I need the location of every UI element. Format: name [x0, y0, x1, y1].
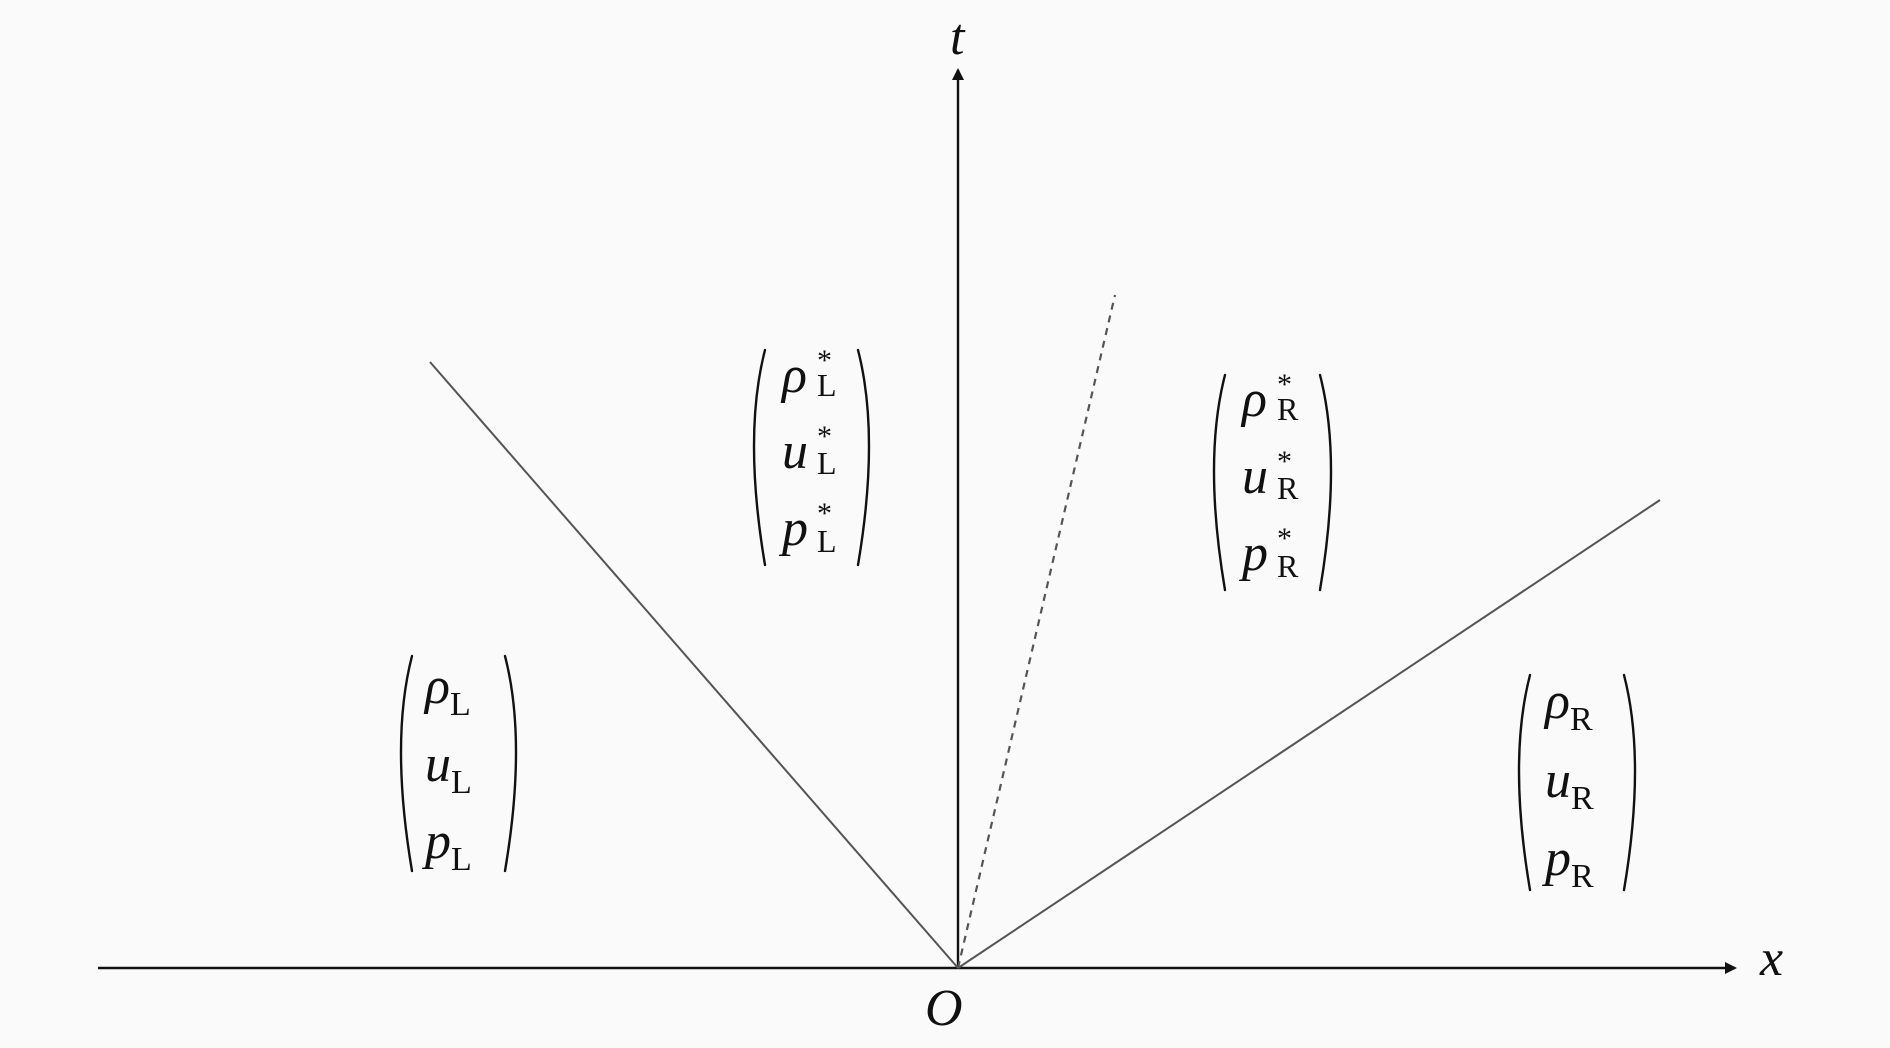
t-axis-label: t [950, 9, 966, 66]
right-star-state-rho-sub: R [1277, 391, 1299, 427]
left-star-state-open-bracket [752, 348, 767, 567]
right-star-state-vector: ρ * R u * R p * R [1212, 368, 1333, 592]
left-star-state-p-sub: L [817, 523, 837, 559]
right-star-state-u: u [1242, 448, 1268, 505]
x-axis-label: x [1759, 930, 1783, 987]
left-star-state-u: u [782, 423, 808, 480]
left-state-close-bracket [503, 654, 518, 873]
right-star-state-p-sub: R [1277, 548, 1299, 584]
left-state-vector: ρL uL pL [399, 654, 518, 878]
right-star-state-open-bracket [1212, 373, 1227, 592]
left-state-u: uL [425, 736, 472, 801]
right-state-p: pR [1541, 830, 1594, 895]
left-star-state-p-sup: * [817, 497, 832, 530]
right-star-state-rho-sup: * [1277, 368, 1292, 401]
left-star-state-rho: ρ [780, 347, 807, 404]
left-star-state-p: p [778, 500, 808, 557]
right-state-close-bracket [1622, 673, 1637, 892]
right-star-state-u-sup: * [1277, 445, 1292, 478]
right-state-rho: ρR [1543, 673, 1593, 738]
contact-discontinuity-line [956, 294, 1117, 969]
right-star-state-p: p [1238, 525, 1268, 582]
origin-label: O [925, 980, 963, 1037]
left-star-state-rho-sup: * [817, 344, 832, 377]
left-star-state-u-sup: * [817, 420, 832, 453]
right-wave-line [957, 499, 1661, 969]
left-wave-line [429, 361, 959, 969]
left-star-state-vector: ρ * L u * L p * L [752, 344, 871, 567]
left-state-p: pL [421, 813, 472, 878]
right-star-state-p-sup: * [1277, 522, 1292, 555]
left-star-state-rho-sub: L [817, 367, 837, 403]
right-star-state-close-bracket [1318, 373, 1333, 592]
left-state-open-bracket [399, 654, 414, 873]
right-star-state-rho: ρ [1240, 371, 1267, 428]
right-state-open-bracket [1517, 673, 1532, 892]
left-state-rho: ρL [423, 658, 471, 723]
left-star-state-close-bracket [856, 348, 871, 567]
right-state-vector: ρR uR pR [1517, 673, 1637, 895]
right-state-u: uR [1545, 752, 1594, 817]
left-star-state-u-sub: L [817, 445, 837, 481]
right-star-state-u-sub: R [1277, 470, 1299, 506]
